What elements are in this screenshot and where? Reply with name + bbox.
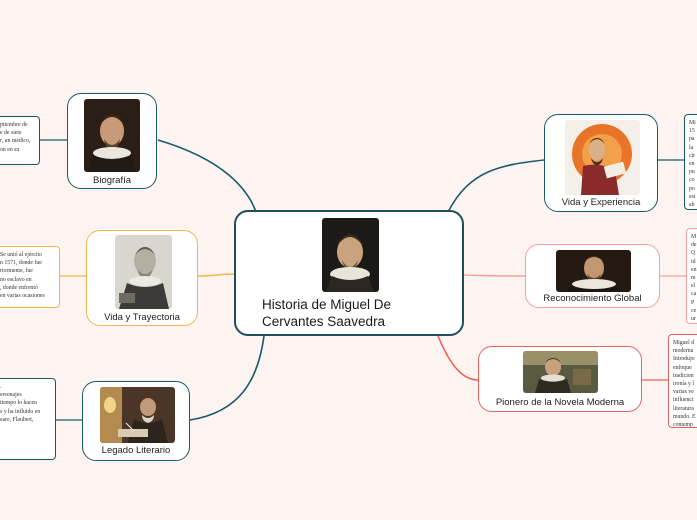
cervantes-portrait-image: [84, 99, 140, 172]
cervantes-novel-image: [523, 351, 598, 393]
node-pionero[interactable]: Pionero de la Novela Moderna: [478, 346, 642, 412]
connector-pionero: [437, 335, 479, 381]
cervantes-writing-image: [100, 387, 175, 443]
connector-biografia: [157, 139, 257, 213]
node-vida-experiencia[interactable]: Vida y Experiencia: [544, 114, 658, 212]
cervantes-engraving-image: [115, 235, 172, 309]
node-label: Reconocimiento Global: [543, 293, 642, 304]
cervantes-reading-image: [565, 120, 640, 195]
note-pionero[interactable]: Miguel d moderna Introdujo enfoque tradi…: [668, 334, 697, 428]
node-label: Vida y Experiencia: [561, 197, 641, 208]
cervantes-portrait-image: [322, 218, 379, 292]
note-reconocimiento[interactable]: M de Q id en m el ca P ce ur: [686, 228, 697, 324]
central-title: Historia de Miguel De Cervantes Saavedra: [262, 297, 392, 329]
note-biografia[interactable]: ptiembre de e de siete r, un médico, on …: [0, 116, 40, 165]
central-topic[interactable]: Historia de Miguel De Cervantes Saavedra: [234, 210, 464, 336]
cervantes-painting-image: [556, 250, 631, 292]
node-label: Biografía: [92, 175, 132, 186]
node-label: Pionero de la Novela Moderna: [495, 397, 625, 408]
connector-vida-experiencia: [447, 159, 545, 213]
node-label: Vida y Trayectoria: [104, 312, 180, 323]
note-vida-trayectoria[interactable]: Se unió al ejército n 1571, donde fue ri…: [0, 246, 60, 308]
node-biografia[interactable]: Biografía: [67, 93, 157, 189]
connector-vida-trayectoria: [197, 273, 237, 277]
node-label: Legado Literario: [101, 445, 171, 456]
note-vida-experiencia[interactable]: Mi 15 pa la cir en pu co po est ab: [684, 114, 697, 210]
node-legado[interactable]: Legado Literario: [82, 381, 190, 461]
node-reconocimiento[interactable]: Reconocimiento Global: [525, 244, 660, 308]
connector-reconocimiento: [463, 274, 526, 277]
note-legado[interactable]: . ersonajes tiempo lo hacen s y ha influ…: [0, 378, 56, 460]
connector-legado: [189, 335, 265, 421]
node-vida-trayectoria[interactable]: Vida y Trayectoria: [86, 230, 198, 326]
